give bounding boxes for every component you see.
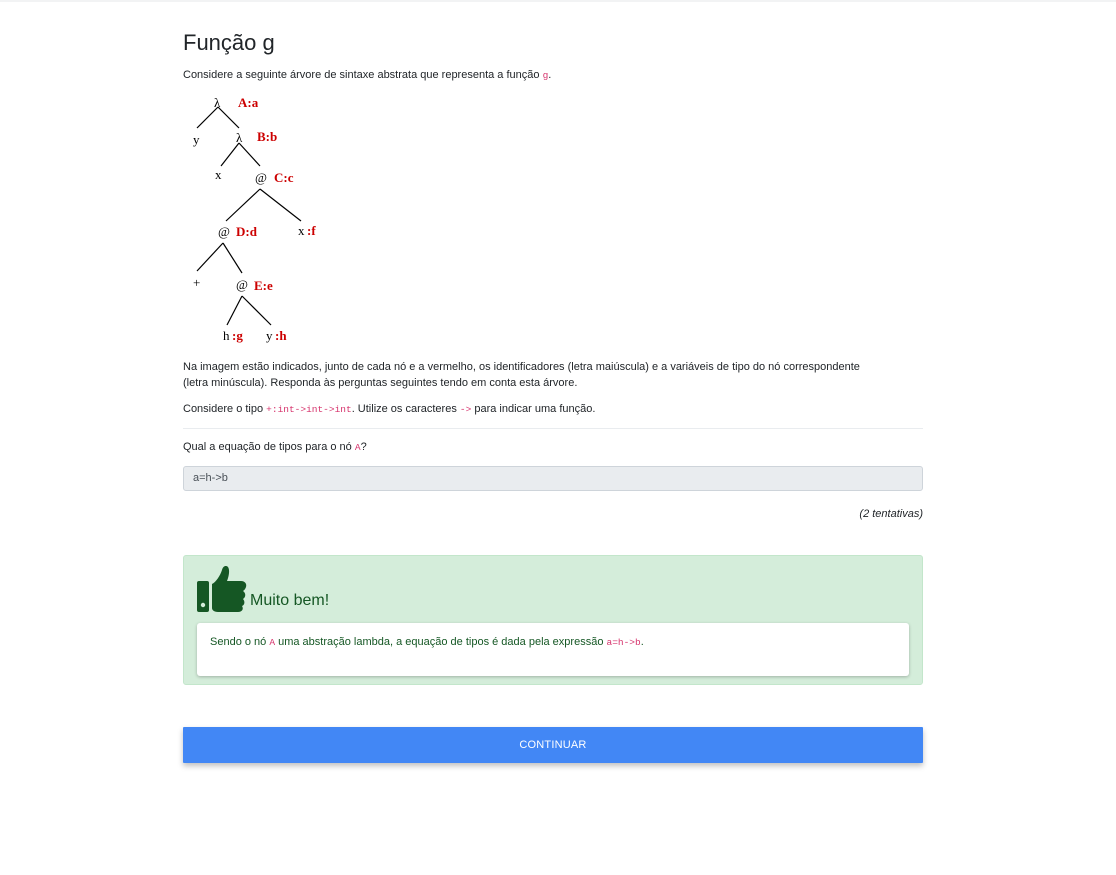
tree-node-g-symbol: h — [223, 328, 230, 343]
tree-node-plus-symbol: + — [193, 275, 200, 290]
description-paragraph: Na imagem estão indicados, junto de cada… — [183, 361, 860, 389]
tree-node-A-symbol: λ — [214, 95, 221, 110]
question-text: Qual a equação de tipos para o nó A? — [183, 441, 367, 453]
tree-node-h-symbol: y — [266, 328, 273, 343]
tree-label-D: D:d — [236, 224, 258, 239]
tree-label-C: C:c — [274, 170, 294, 185]
page-title: Função g — [183, 30, 275, 55]
intro-paragraph: Considere a seguinte árvore de sintaxe a… — [183, 69, 552, 81]
node-id-code: A — [354, 442, 361, 453]
tree-node-D-symbol: @ — [218, 224, 230, 239]
tree-label-B: B:b — [257, 129, 277, 144]
feedback-explanation-card: Sendo o nó A uma abstração lambda, a equ… — [197, 623, 909, 676]
arrow-code: -> — [459, 404, 472, 415]
consider-paragraph: Considere o tipo +:int->int->int. Utiliz… — [183, 403, 596, 415]
tree-label-g: :g — [232, 328, 243, 343]
tree-node-f-symbol: x — [298, 223, 305, 238]
divider — [183, 428, 923, 429]
tree-label-h: :h — [275, 328, 287, 343]
tree-node-x-symbol: x — [215, 167, 222, 182]
attempts-counter: (2 tentativas) — [859, 508, 923, 520]
tree-label-f: :f — [307, 223, 316, 238]
feedback-success-panel: Muito bem! Sendo o nó A uma abstração la… — [183, 555, 923, 685]
syntax-tree-svg: λ y λ x @ @ x + @ h y A:a B:b C:c D:d :f… — [193, 95, 316, 343]
continue-button[interactable]: CONTINUAR — [183, 727, 923, 763]
thumbs-up-icon — [197, 566, 247, 612]
top-border — [0, 0, 1116, 2]
tree-node-y-symbol: y — [193, 132, 200, 147]
function-name-code: g — [542, 70, 549, 81]
tree-label-E: E:e — [254, 278, 273, 293]
feedback-node-code: A — [269, 637, 276, 648]
plus-type-code: +:int->int->int — [266, 404, 352, 415]
tree-node-E-symbol: @ — [236, 277, 248, 292]
feedback-title: Muito bem! — [250, 592, 330, 609]
syntax-tree-diagram: λ y λ x @ @ x + @ h y A:a B:b C:c D:d :f… — [183, 90, 343, 350]
tree-node-C-symbol: @ — [255, 170, 267, 185]
answer-field[interactable]: a=h->b — [183, 466, 923, 491]
tree-node-B-symbol: λ — [236, 130, 243, 145]
tree-label-A: A:a — [238, 95, 259, 110]
feedback-equation-code: a=h->b — [606, 637, 641, 648]
